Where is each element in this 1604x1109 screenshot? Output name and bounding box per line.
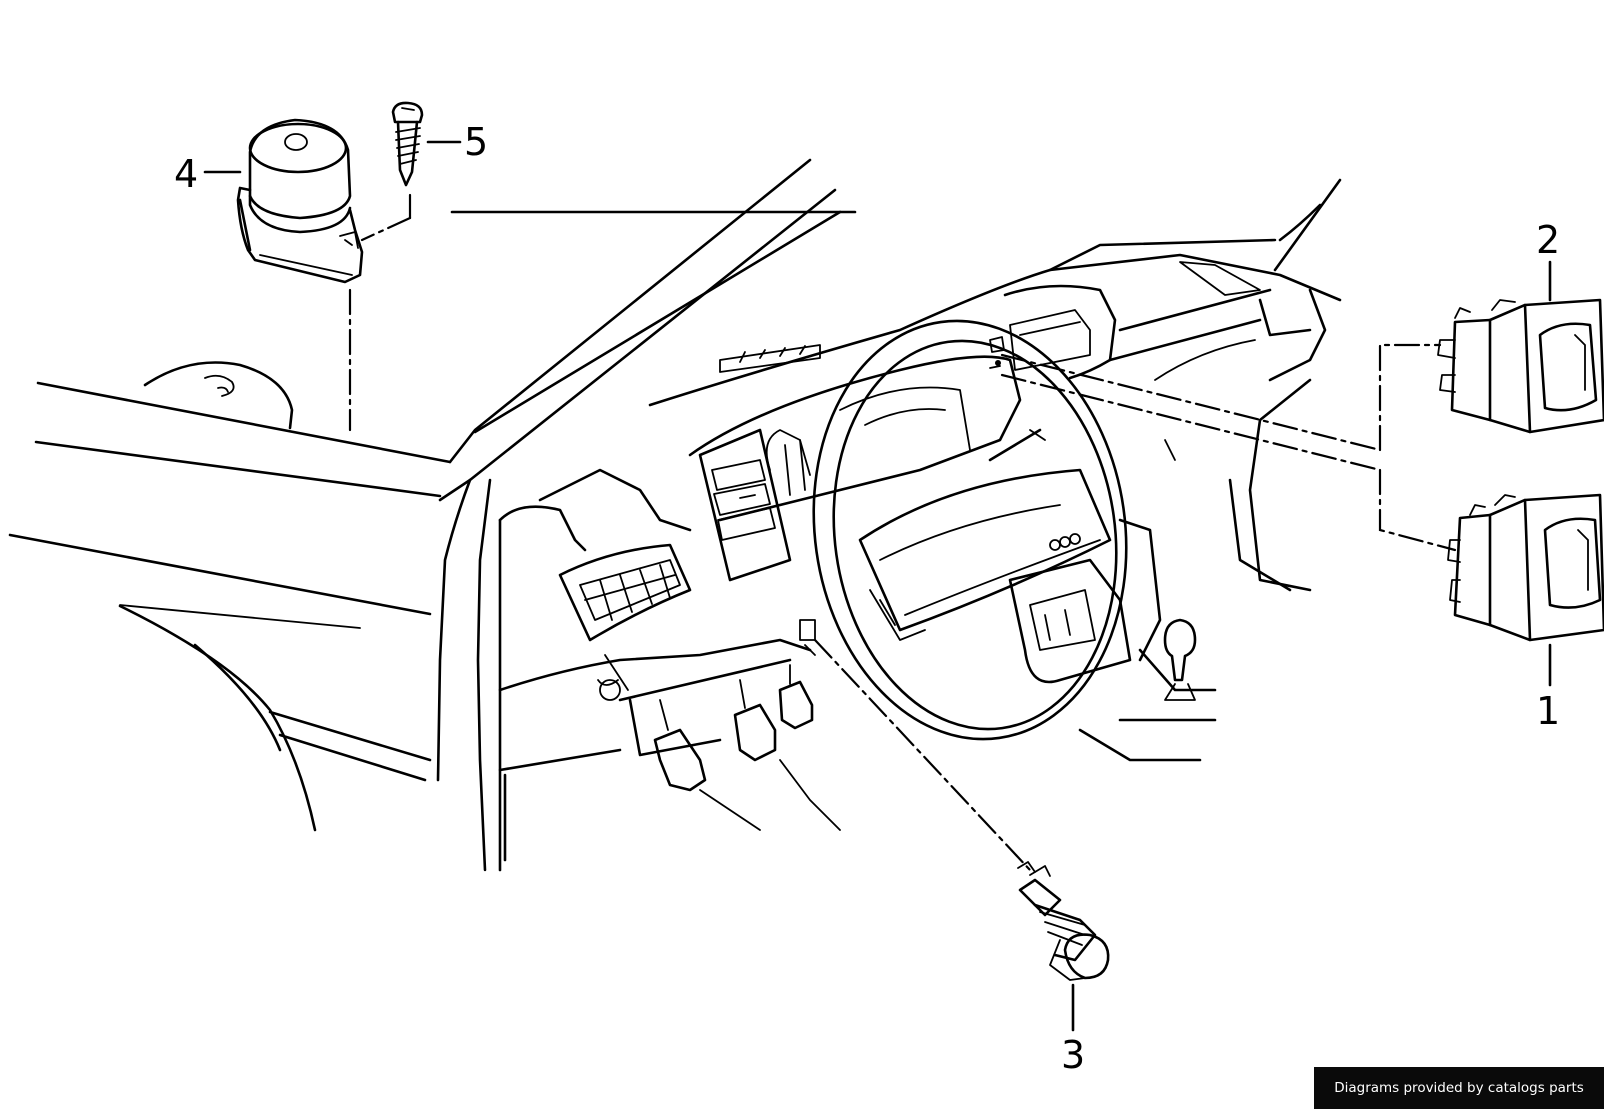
switch-leader-lines	[989, 336, 1457, 552]
callout-2: 2	[1536, 218, 1560, 262]
fender-dome	[143, 361, 294, 430]
part-5-screw	[391, 101, 424, 187]
part-3-leader-dash	[813, 638, 1032, 872]
part-3-push-switch	[1017, 861, 1110, 981]
part-5-to-4-dash	[360, 216, 412, 242]
part-2-switch	[1437, 298, 1604, 434]
callout-4: 4	[174, 152, 198, 196]
dashboard-outline	[498, 178, 1342, 862]
part-4-buzzer	[236, 118, 364, 284]
car-body-outline	[8, 158, 857, 872]
part-1-switch	[1447, 493, 1604, 642]
callout-3: 3	[1061, 1033, 1085, 1077]
callout-5: 5	[464, 120, 488, 164]
pedals	[653, 619, 841, 831]
credit-banner: Diagrams provided by catalogs parts	[1314, 1067, 1604, 1109]
callout-1: 1	[1536, 689, 1560, 733]
steering-wheel	[812, 319, 1128, 741]
